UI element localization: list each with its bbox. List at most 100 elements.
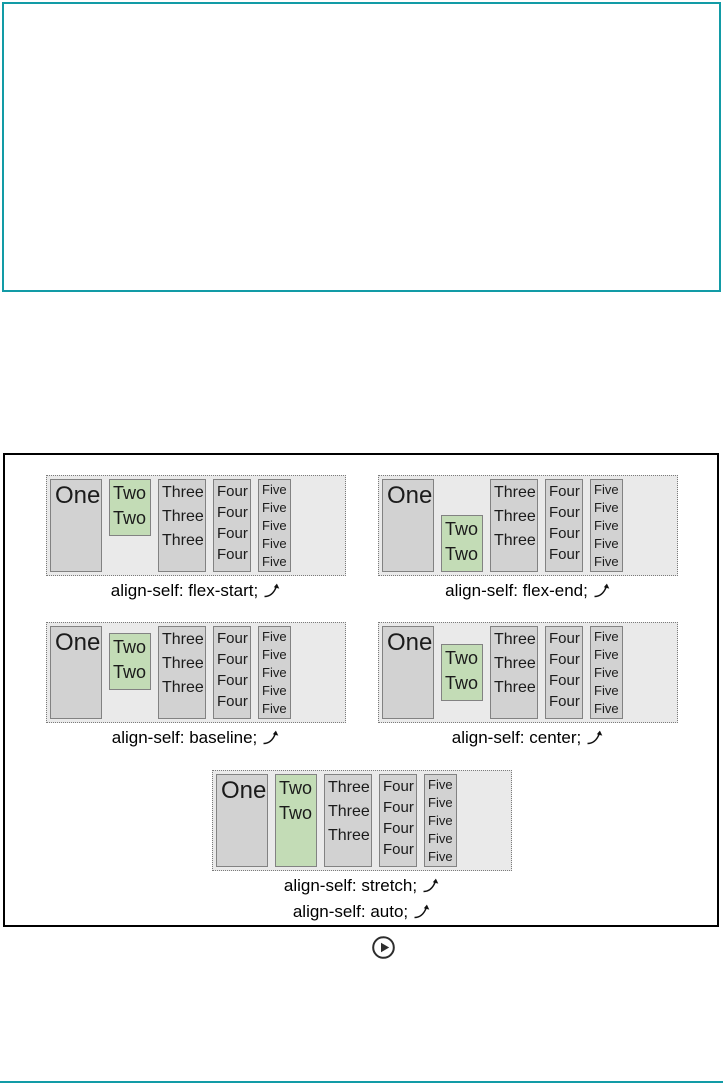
item-text: Four <box>217 546 248 563</box>
item-text: Four <box>549 693 580 710</box>
item-text: Five <box>594 554 619 569</box>
item-text: Three <box>494 532 536 549</box>
item-text: Four <box>383 841 414 858</box>
curved-arrow-icon <box>587 730 603 745</box>
item-text: Five <box>262 554 287 569</box>
item-text: Four <box>549 651 580 668</box>
item-text: Four <box>217 504 248 521</box>
code-sample-panel <box>2 2 721 292</box>
item-text: One <box>387 482 433 509</box>
caption: align-self: flex-end; <box>378 580 678 602</box>
item-text: Two <box>113 483 147 503</box>
item-text: Five <box>262 518 287 533</box>
item-text: Five <box>594 701 619 716</box>
item-text: Two <box>445 519 479 539</box>
caption-text: align-self: center; <box>451 728 582 747</box>
item-text: One <box>221 777 267 804</box>
flex-item-one: One <box>216 774 268 867</box>
item-text: Four <box>549 483 580 500</box>
item-text: Four <box>549 672 580 689</box>
caption-text: align-self: baseline; <box>111 728 258 747</box>
item-text: Five <box>428 813 453 828</box>
item-text: Three <box>328 803 370 820</box>
item-text: Five <box>262 482 287 497</box>
item-text: Five <box>594 536 619 551</box>
item-text: One <box>387 629 433 656</box>
item-text: Four <box>549 504 580 521</box>
caption: align-self: center; <box>378 727 678 749</box>
caption-text: align-self: flex-end; <box>445 581 588 600</box>
item-text: Three <box>494 631 536 648</box>
item-text: Four <box>217 693 248 710</box>
item-text: Two <box>445 673 479 693</box>
item-text: Four <box>217 525 248 542</box>
flex-item-one: One <box>382 626 434 719</box>
item-text: Four <box>383 799 414 816</box>
caption-text: align-self: auto; <box>292 902 409 921</box>
caption: align-self: auto; <box>212 901 512 923</box>
flex-item-one: One <box>50 626 102 719</box>
curved-arrow-icon <box>264 583 280 598</box>
item-text: Four <box>383 778 414 795</box>
item-text: Two <box>113 637 147 657</box>
item-text: Four <box>549 630 580 647</box>
item-text: Five <box>594 518 619 533</box>
item-text: Three <box>162 532 204 549</box>
item-text: Four <box>217 672 248 689</box>
item-text: Three <box>494 655 536 672</box>
item-text: One <box>55 482 101 509</box>
item-text: Five <box>594 665 619 680</box>
caption: align-self: baseline; <box>46 727 346 749</box>
item-text: Four <box>217 651 248 668</box>
item-text: Five <box>428 777 453 792</box>
item-text: Five <box>594 629 619 644</box>
curved-arrow-icon <box>263 730 279 745</box>
item-text: Two <box>279 778 313 798</box>
item-text: Five <box>428 831 453 846</box>
item-text: Five <box>262 536 287 551</box>
item-text: Three <box>494 484 536 501</box>
play-icon <box>372 936 395 959</box>
item-text: Three <box>162 631 204 648</box>
item-text: Five <box>262 665 287 680</box>
item-text: Two <box>113 662 147 682</box>
item-text: Five <box>594 500 619 515</box>
item-text: Three <box>162 655 204 672</box>
item-text: Two <box>113 508 147 528</box>
play-button[interactable] <box>371 935 396 960</box>
item-text: Two <box>279 803 313 823</box>
curved-arrow-icon <box>414 904 430 919</box>
flex-item-one: One <box>50 479 102 572</box>
item-text: Five <box>262 683 287 698</box>
item-text: Two <box>445 648 479 668</box>
item-text: Three <box>162 508 204 525</box>
item-text: Four <box>383 820 414 837</box>
item-text: Three <box>328 827 370 844</box>
item-text: Three <box>494 679 536 696</box>
curved-arrow-icon <box>594 583 610 598</box>
item-text: Five <box>262 500 287 515</box>
